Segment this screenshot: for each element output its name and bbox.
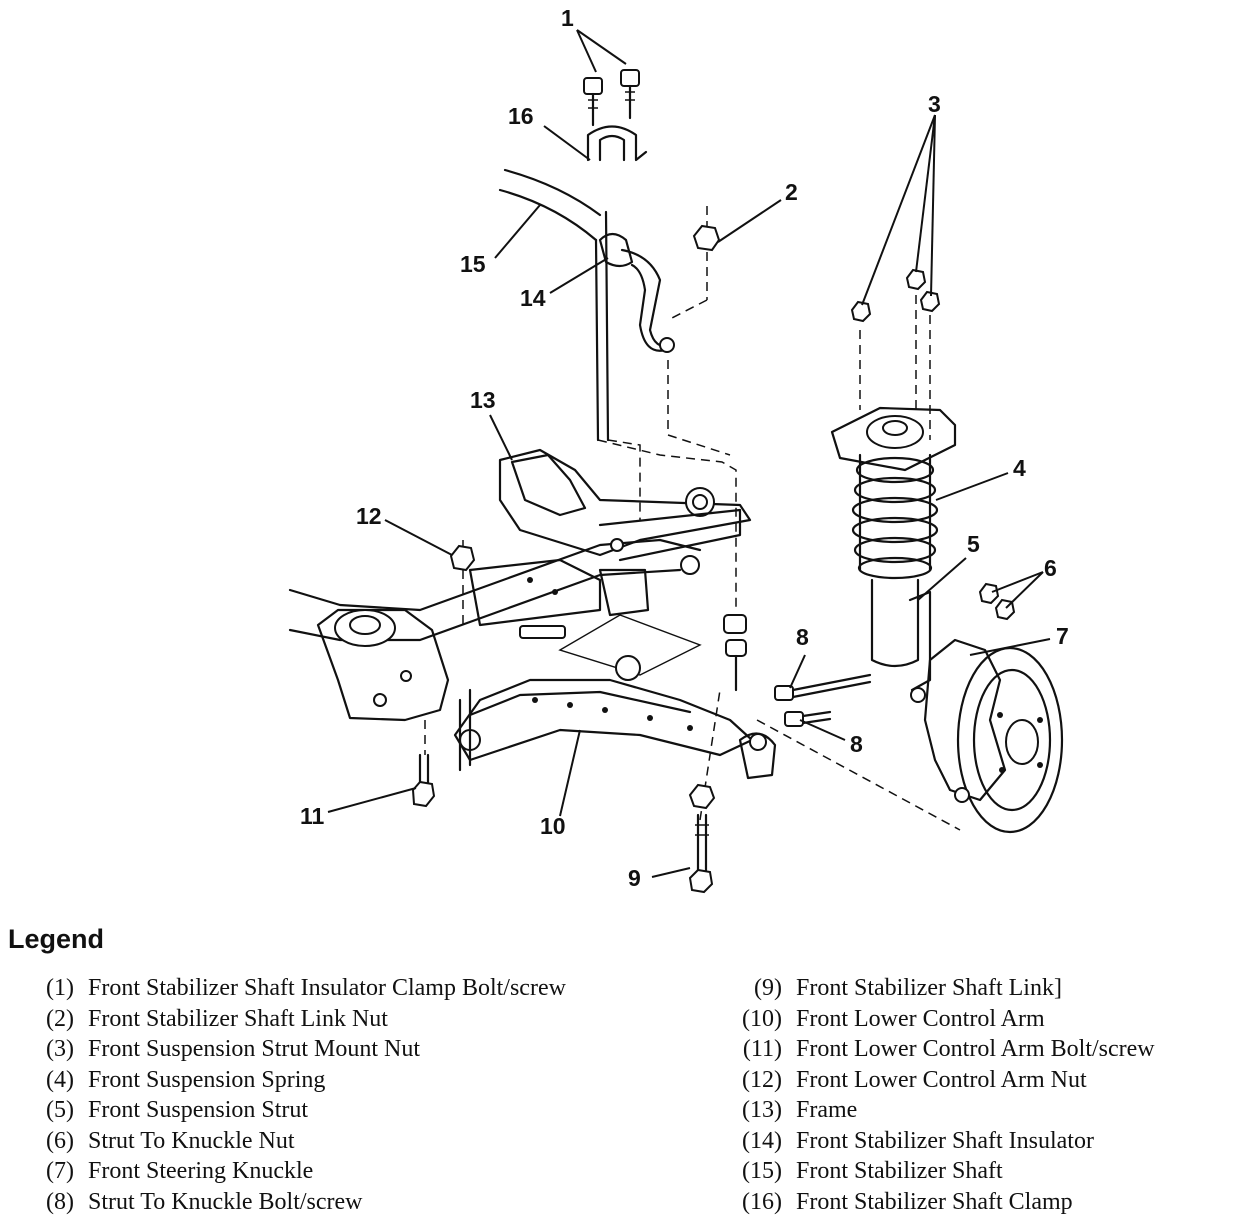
legend-text: Front Suspension Strut xyxy=(88,1097,309,1123)
strut-and-spring-illustration xyxy=(830,406,957,692)
legend-text: Strut To Knuckle Nut xyxy=(88,1127,295,1154)
legend-text: Front Lower Control Arm Nut xyxy=(796,1066,1087,1093)
legend-item: (13) Frame xyxy=(730,1096,1155,1127)
legend-item: (10) Front Lower Control Arm xyxy=(730,1005,1155,1036)
legend-item: (1) Front Stabilizer Shaft Insulator Clam… xyxy=(22,974,566,1005)
callout-16: 16 xyxy=(508,103,534,129)
legend-item: (2) Front Stabilizer Shaft Link Nut xyxy=(22,1005,566,1036)
callout-12: 12 xyxy=(356,503,382,529)
callout-15: 15 xyxy=(460,251,486,277)
callout-leaders xyxy=(327,29,1051,878)
suspension-exploded-diagram: 1 2 3 4 5 6 7 8 8 9 10 11 12 13 14 15 16 xyxy=(288,5,1069,894)
legend-title: Legend xyxy=(8,924,105,954)
callout-10: 10 xyxy=(540,813,566,839)
legend-item: (9) Front Stabilizer Shaft Link] xyxy=(730,974,1155,1005)
stabilizer-shaft-illustration xyxy=(498,168,610,442)
callout-3: 3 xyxy=(928,91,941,117)
callout-7: 7 xyxy=(1056,623,1069,649)
legend-text: Front Lower Control Arm Bolt/screw xyxy=(796,1036,1155,1062)
callout-9: 9 xyxy=(628,865,641,891)
legend-number: (8) xyxy=(46,1188,74,1215)
insulator-illustration xyxy=(598,232,675,353)
legend-text: Front Lower Control Arm xyxy=(796,1005,1045,1032)
legend-number: (6) xyxy=(46,1127,74,1154)
callout-5: 5 xyxy=(967,531,980,557)
strut-knuckle-fasteners-illustration xyxy=(774,582,1016,727)
legend-text: Front Stabilizer Shaft Link Nut xyxy=(88,1005,388,1032)
legend-item: (14) Front Stabilizer Shaft Insulator xyxy=(730,1127,1155,1158)
legend-item: (5) Front Suspension Strut xyxy=(22,1096,566,1127)
legend-number: (5) xyxy=(46,1097,74,1123)
stabilizer-link-illustration xyxy=(688,783,716,894)
callout-8-upper: 8 xyxy=(796,624,809,650)
alignment-lines xyxy=(424,295,961,831)
legend-number: (2) xyxy=(46,1005,74,1032)
callout-1: 1 xyxy=(561,5,574,31)
legend-item: (6) Strut To Knuckle Nut xyxy=(22,1127,566,1158)
legend-text: Frame xyxy=(796,1097,858,1123)
legend-number: (12) xyxy=(742,1066,782,1093)
legend-number: (10) xyxy=(742,1005,782,1032)
legend-number: (16) xyxy=(742,1188,782,1215)
strut-mount-nuts-illustration xyxy=(850,268,941,323)
legend-number: (13) xyxy=(742,1097,782,1123)
legend-item: (11) Front Lower Control Arm Bolt/screw xyxy=(730,1035,1155,1066)
control-arm-fasteners-illustration xyxy=(411,544,476,808)
legend-item: (3) Front Suspension Strut Mount Nut xyxy=(22,1035,566,1066)
legend-number: (1) xyxy=(46,975,74,1001)
callout-labels: 1 2 3 4 5 6 7 8 8 9 10 11 12 13 14 15 16 xyxy=(300,5,1069,891)
callout-13: 13 xyxy=(470,387,496,413)
legend-item: (7) Front Steering Knuckle xyxy=(22,1157,566,1188)
legend-text: Front Stabilizer Shaft xyxy=(796,1158,1003,1184)
legend-item: (16) Front Stabilizer Shaft Clamp xyxy=(730,1188,1155,1219)
legend-item: (8) Strut To Knuckle Bolt/screw xyxy=(22,1188,566,1219)
legend-text: Front Stabilizer Shaft Insulator Clamp B… xyxy=(88,975,566,1001)
legend-number: (9) xyxy=(754,975,782,1001)
legend-number: (7) xyxy=(46,1158,74,1184)
legend-item: (12) Front Lower Control Arm Nut xyxy=(730,1066,1155,1097)
legend-item: (4) Front Suspension Spring xyxy=(22,1066,566,1097)
legend-text: Front Stabilizer Shaft Link] xyxy=(796,975,1062,1001)
callout-14: 14 xyxy=(520,285,546,311)
link-nut-illustration xyxy=(667,206,721,321)
frame-illustration xyxy=(288,448,752,722)
legend-text: Front Suspension Strut Mount Nut xyxy=(88,1036,421,1062)
legend-column-left: (1) Front Stabilizer Shaft Insulator Clam… xyxy=(22,974,566,1218)
legend-text: Strut To Knuckle Bolt/screw xyxy=(88,1188,363,1215)
clamp-and-bolts-illustration xyxy=(583,69,648,162)
link-bushing-illustration xyxy=(723,614,747,692)
lower-control-arm-illustration xyxy=(453,655,777,780)
legend-number: (14) xyxy=(742,1127,782,1154)
steering-knuckle-illustration xyxy=(910,638,1064,834)
legend-number: (11) xyxy=(742,1036,782,1062)
legend-text: Front Suspension Spring xyxy=(88,1066,326,1093)
legend-text: Front Stabilizer Shaft Insulator xyxy=(796,1127,1094,1154)
legend-text: Front Stabilizer Shaft Clamp xyxy=(796,1188,1073,1215)
callout-8-lower: 8 xyxy=(850,731,863,757)
callout-2: 2 xyxy=(785,179,798,205)
legend-number: (3) xyxy=(46,1036,74,1062)
legend-text: Front Steering Knuckle xyxy=(88,1158,314,1184)
legend-column-right: (9) Front Stabilizer Shaft Link] (10) Fron… xyxy=(730,974,1155,1218)
callout-6: 6 xyxy=(1044,555,1057,581)
legend-number: (15) xyxy=(742,1158,782,1184)
callout-4: 4 xyxy=(1013,455,1026,481)
legend-number: (4) xyxy=(46,1066,74,1093)
legend-item: (15) Front Stabilizer Shaft xyxy=(730,1157,1155,1188)
callout-11: 11 xyxy=(300,803,325,829)
